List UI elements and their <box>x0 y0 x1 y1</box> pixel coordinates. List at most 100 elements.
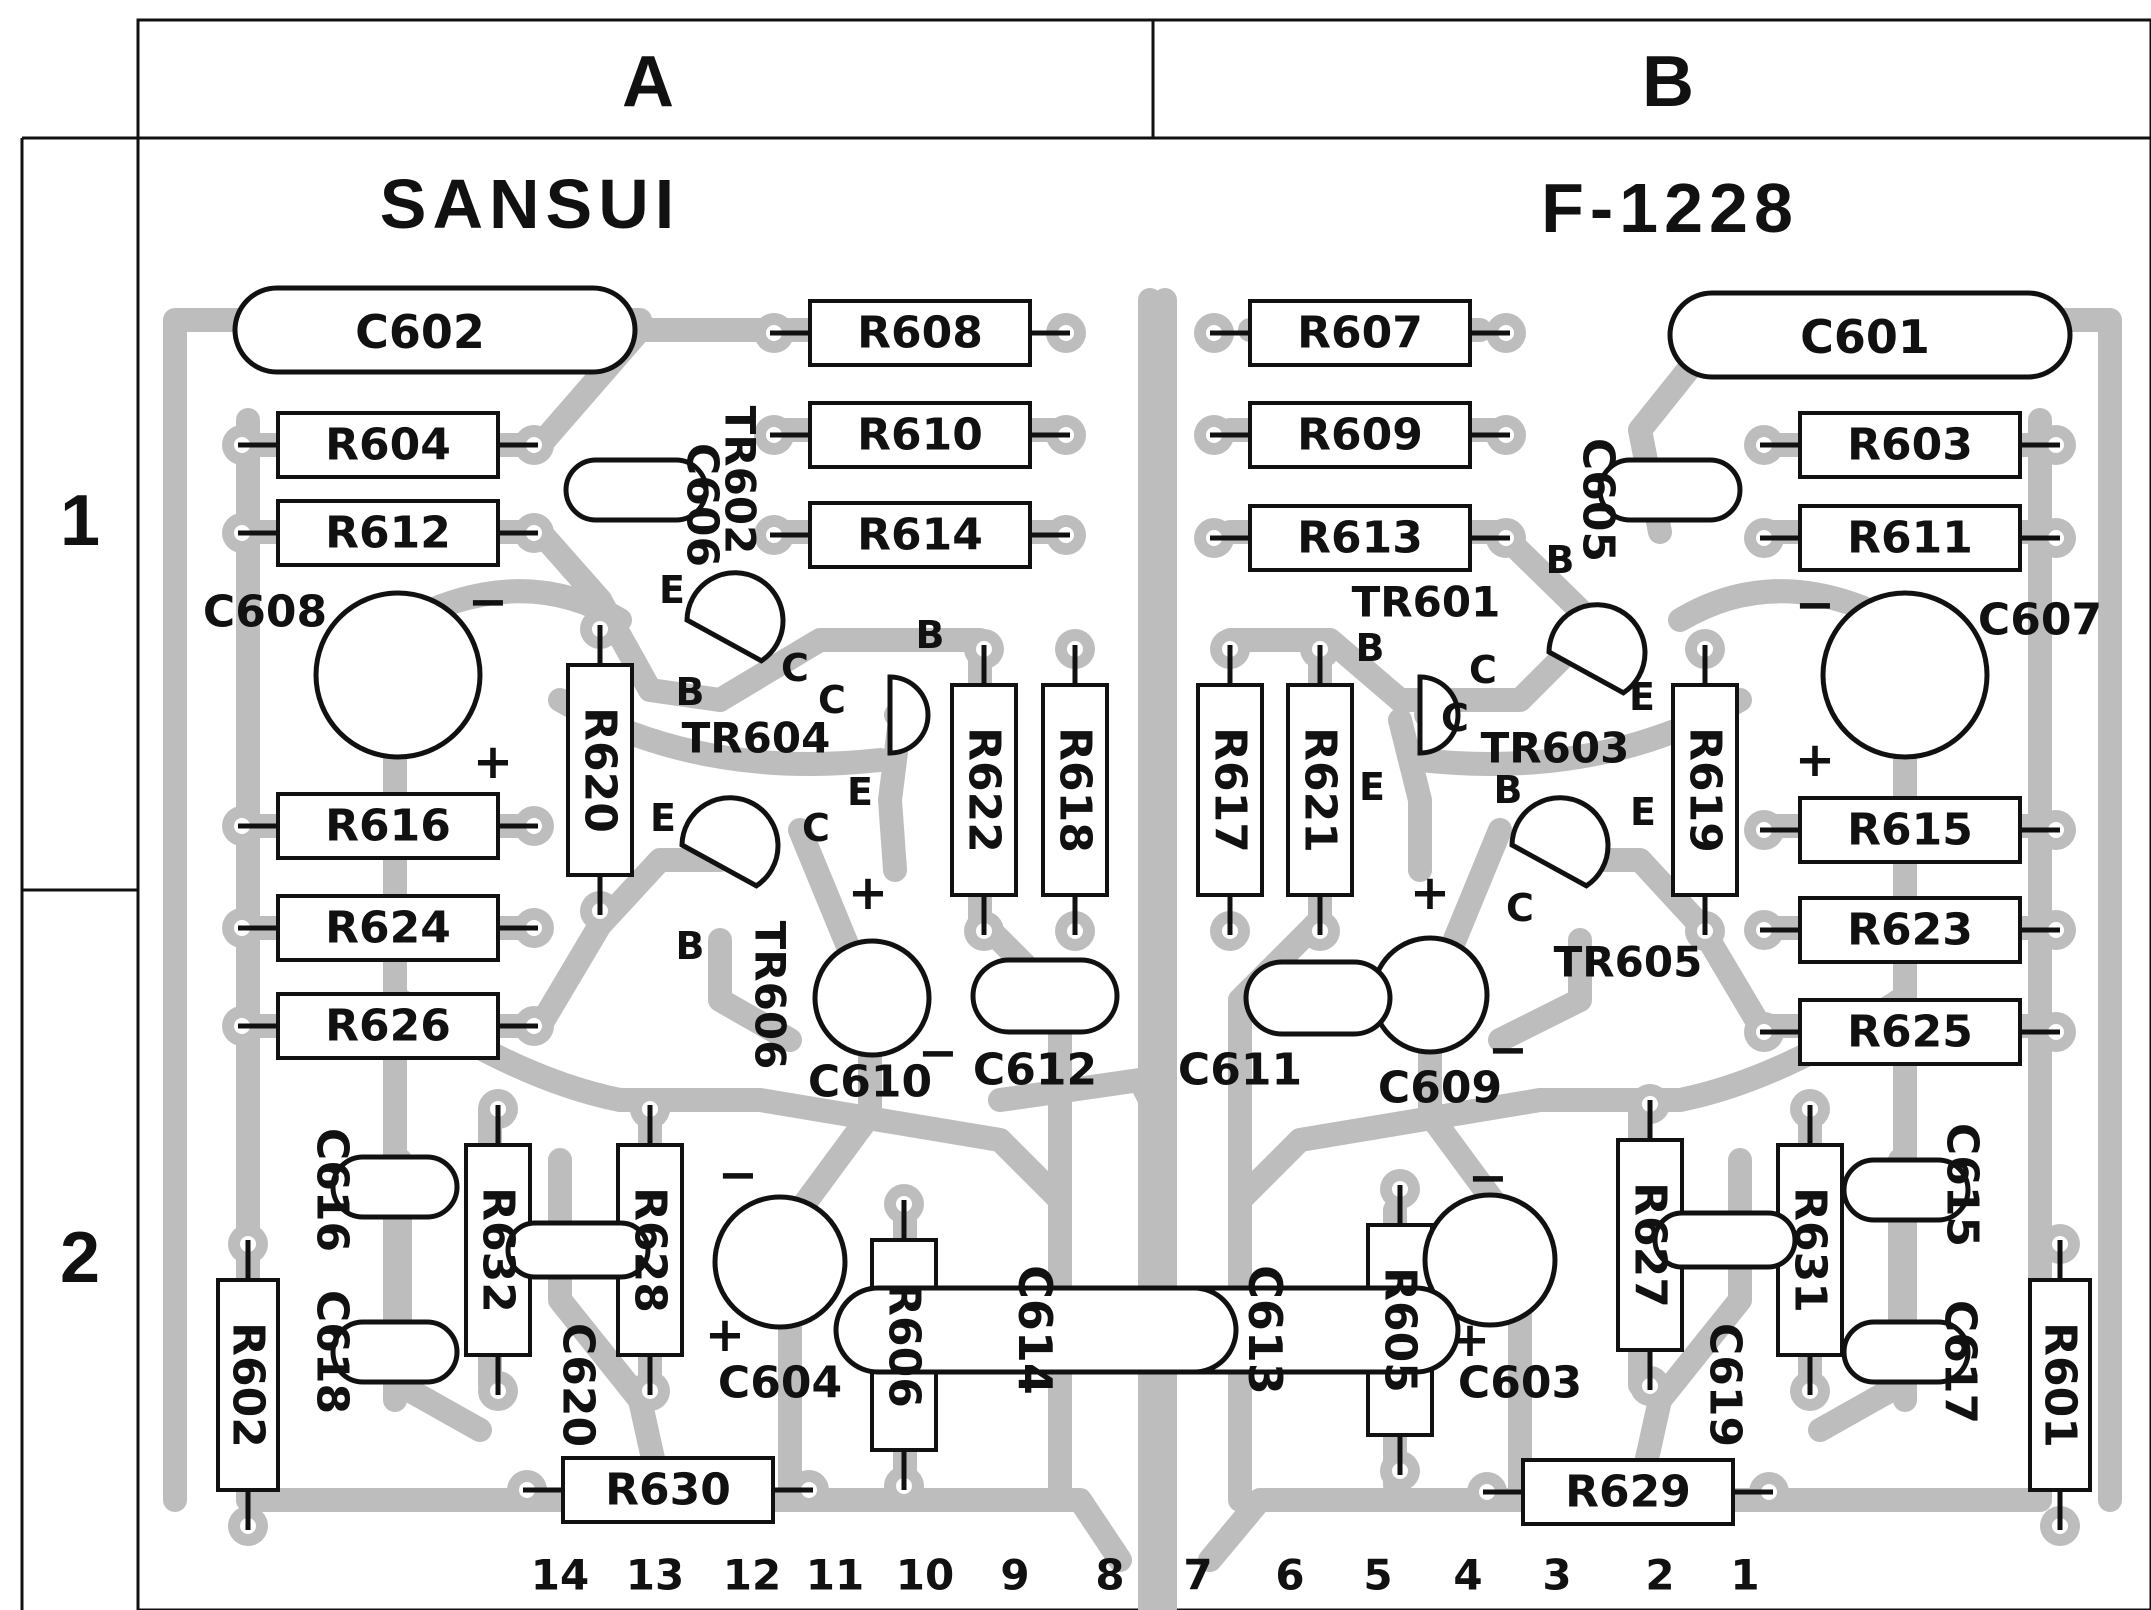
resistor-label: R612 <box>325 508 451 559</box>
polarity-plus: + <box>1450 1312 1490 1368</box>
transistor-label: TR603 <box>1481 724 1630 773</box>
resistor-label: R624 <box>325 903 451 954</box>
polarity-plus: + <box>705 1307 745 1363</box>
resistor-body <box>1248 504 1472 572</box>
resistor-body <box>1798 796 2022 864</box>
resistor-label: R611 <box>1847 513 1973 564</box>
polarity-plus: + <box>1410 865 1450 921</box>
transistor-label: TR605 <box>1554 938 1703 987</box>
pin-label-emitter: E <box>1629 675 1655 719</box>
resistor-label: R608 <box>857 308 983 359</box>
pin-label-collector: C <box>818 678 846 722</box>
resistor-label: R629 <box>1565 1467 1691 1518</box>
labels: R601R602R603R604R605R606R607R608R609R610… <box>203 305 2102 1600</box>
polarity-minus: − <box>1488 1022 1528 1078</box>
resistor-body <box>276 499 500 567</box>
resistor-body <box>216 1278 280 1492</box>
pin-label-base: B <box>676 924 705 968</box>
resistor-body <box>276 992 500 1060</box>
terminal-label: 12 <box>723 1551 781 1600</box>
resistor-body <box>808 501 1032 569</box>
trace <box>1228 1088 1692 1212</box>
resistor-label: R607 <box>1297 308 1423 359</box>
capacitor-body <box>232 285 638 375</box>
capacitor-label: C606 <box>677 443 728 567</box>
transistor-label: TR604 <box>682 714 831 763</box>
trace <box>708 928 802 1052</box>
capacitor-label: C615 <box>1937 1123 1988 1247</box>
terminal-label: 4 <box>1453 1551 1482 1600</box>
polarity-minus: − <box>918 1025 958 1081</box>
resistor-label: R623 <box>1847 905 1973 956</box>
capacitor-body <box>330 1319 460 1385</box>
polarity-minus: − <box>1468 1150 1508 1206</box>
resistor-label: R622 <box>959 727 1010 853</box>
pin-label-base: B <box>676 670 705 714</box>
capacitor-body <box>313 590 483 760</box>
polarity-minus: − <box>1795 577 1835 633</box>
capacitor-label: C605 <box>1573 438 1624 562</box>
resistor-label: R618 <box>1050 727 1101 853</box>
capacitor-label: C618 <box>307 1290 358 1414</box>
transistor-label: TR606 <box>746 921 795 1070</box>
capacitor-body <box>563 457 709 523</box>
capacitor-body <box>970 957 1120 1035</box>
capacitor-body <box>1667 290 2073 380</box>
resistor-body <box>1521 1458 1735 1526</box>
transistor-body <box>684 570 786 664</box>
pin-label-collector: C <box>781 646 809 690</box>
trace <box>528 913 612 1038</box>
resistor-label: R631 <box>1785 1187 1836 1313</box>
capacitor-label: C609 <box>1378 1063 1502 1114</box>
polarity-minus: − <box>718 1147 758 1203</box>
pin-label-emitter: E <box>847 770 873 814</box>
resistor-body <box>1798 504 2022 572</box>
capacitor-body <box>1820 590 1990 760</box>
capacitor-body <box>1422 1192 1558 1328</box>
resistor-body <box>1286 683 1354 897</box>
capacitor-label: C602 <box>355 305 485 359</box>
resistor-body <box>1196 683 1264 897</box>
resistor-body <box>1248 401 1472 469</box>
pin-label-base: B <box>1546 538 1575 582</box>
capacitor-body <box>1243 959 1393 1037</box>
resistor-body <box>276 792 500 860</box>
resistor-body <box>1671 683 1739 897</box>
transistor-body <box>679 795 781 889</box>
transistor-label: TR601 <box>1352 578 1501 627</box>
pin-label-emitter: E <box>1630 790 1656 834</box>
transistor-body <box>1509 795 1611 889</box>
resistor-label: R609 <box>1297 410 1423 461</box>
capacitor-label: C601 <box>1800 310 1930 364</box>
resistor-label: R630 <box>605 1465 731 1516</box>
capacitor-label: C620 <box>553 1323 604 1447</box>
resistor-body <box>1798 411 2022 479</box>
pin-label-emitter: E <box>1359 765 1385 809</box>
resistor-label: R605 <box>1375 1267 1426 1393</box>
terminal-label: 6 <box>1275 1551 1304 1600</box>
polarity-plus: + <box>473 734 513 790</box>
row-label-1: 1 <box>60 481 100 561</box>
resistor-body <box>2028 1278 2092 1492</box>
copper-traces <box>163 288 2122 1610</box>
capacitor-body <box>712 1194 848 1330</box>
trace <box>388 1148 492 1442</box>
capacitor-label: C616 <box>307 1128 358 1252</box>
terminal-label: 5 <box>1363 1551 1392 1600</box>
resistor-label: R603 <box>1847 420 1973 471</box>
resistor-body <box>276 894 500 962</box>
terminal-label: 11 <box>806 1551 864 1600</box>
resistor-label: R628 <box>625 1187 676 1313</box>
trace <box>988 1068 1162 1112</box>
terminal-label: 10 <box>896 1551 954 1600</box>
terminal-label: 2 <box>1645 1551 1674 1600</box>
trace <box>1388 708 1432 882</box>
capacitor-body <box>1841 1157 1971 1223</box>
pin-label-base: B <box>916 613 945 657</box>
capacitor-body <box>330 1154 460 1220</box>
terminal-label: 14 <box>531 1551 589 1600</box>
pin-label-emitter: E <box>659 568 685 612</box>
terminal-label: 13 <box>626 1551 684 1600</box>
board-model: F-1228 <box>1541 169 1799 247</box>
